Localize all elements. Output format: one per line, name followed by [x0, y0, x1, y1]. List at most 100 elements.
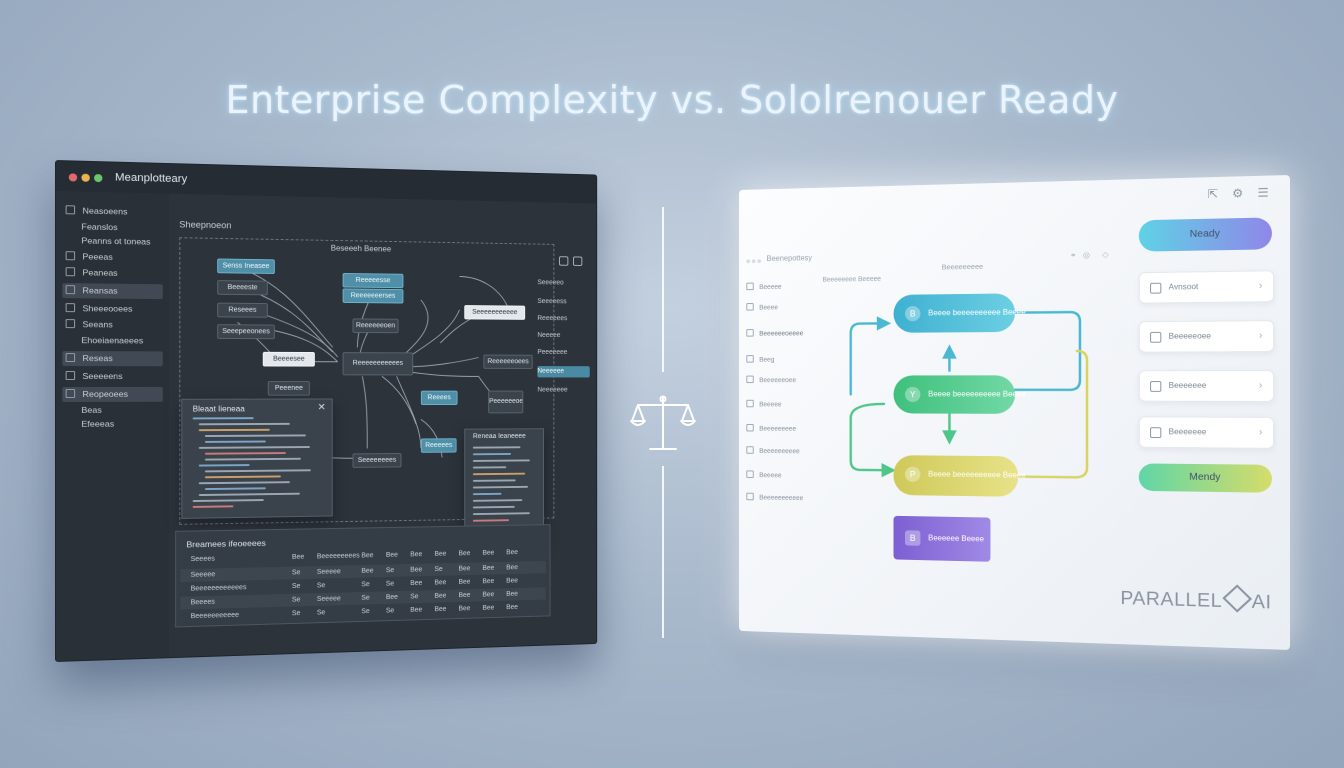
- flow-node-output[interactable]: B Beeeeee Beeee: [893, 515, 991, 562]
- code-line: [198, 446, 310, 449]
- node-icon: B: [905, 530, 921, 546]
- flow-node[interactable]: Beeeesee: [262, 351, 315, 367]
- flow-node[interactable]: Reeeeeeerses: [342, 288, 404, 304]
- table-cell: Se: [385, 580, 395, 588]
- flow-node-middle[interactable]: Y Beeee beeeeeeeeee Beeee: [893, 375, 1026, 414]
- properties-item[interactable]: Reeeeees: [537, 315, 568, 323]
- properties-item[interactable]: Peeeeeee: [537, 349, 568, 356]
- flow-node[interactable]: Seeeeeeeeeee: [464, 305, 526, 320]
- log-line: [472, 446, 521, 449]
- table-header: Bee: [434, 550, 447, 558]
- console-panel-title: Reneaa Ieaneeee: [472, 433, 526, 441]
- table-cell: Se: [361, 594, 370, 602]
- properties-item[interactable]: Neeeeee: [537, 366, 590, 378]
- table-header: Bee: [410, 551, 423, 559]
- table-cell: Se: [291, 569, 301, 577]
- logo-text: PARALLEL: [1120, 588, 1223, 612]
- chevron-right-icon: ›: [1258, 330, 1263, 342]
- table-header: Bee: [458, 550, 471, 558]
- code-line: [204, 440, 266, 443]
- option-card[interactable]: Beeeeeee›: [1138, 370, 1275, 402]
- flow-node[interactable]: Beeeeste: [217, 280, 268, 296]
- flow-node-start[interactable]: B Beeee beeeeeeeeee Beeee: [893, 293, 1026, 333]
- table-header: Beeeeeeeees: [316, 552, 360, 561]
- node-icon: B: [905, 305, 921, 322]
- table-cell: Se: [316, 582, 326, 590]
- log-line: [472, 453, 511, 456]
- code-line: [198, 464, 250, 467]
- flow-node[interactable]: Reeeeeeoen: [352, 318, 399, 334]
- card-label: Avnsoot: [1168, 282, 1199, 292]
- table-cell: Bee: [458, 578, 471, 586]
- close-icon[interactable]: ✕: [317, 402, 326, 414]
- solopreneur-window: Beenepottesy ⇱ ⚙ ☰ Beeeeeeee Beeeee Beee…: [739, 175, 1290, 650]
- table-title: Breamees ifeoeeees: [186, 538, 266, 550]
- flow-node[interactable]: Peeenee: [267, 381, 310, 396]
- code-line: [204, 457, 301, 461]
- chevron-right-icon: ›: [1258, 280, 1263, 292]
- log-line: [472, 466, 507, 469]
- table-cell: Seeeee: [316, 568, 341, 576]
- properties-item[interactable]: Neeeeeee: [537, 386, 568, 394]
- properties-item[interactable]: Seeeeeo: [537, 279, 564, 287]
- option-card[interactable]: Avnsoot ›: [1138, 270, 1275, 304]
- properties-item[interactable]: Neeeee: [537, 332, 561, 339]
- flow-node[interactable]: Senss Ineasee: [217, 258, 275, 274]
- node-label: Beeeeee Beeee: [928, 533, 984, 544]
- table-cell: Bee: [458, 565, 471, 573]
- flow-node[interactable]: Reseees: [217, 302, 268, 318]
- table-header: Bee: [385, 551, 399, 559]
- code-line: [192, 505, 234, 508]
- flow-node[interactable]: Reeeees: [420, 438, 457, 453]
- flow-node[interactable]: Reeeeeeeeeees: [342, 352, 414, 376]
- table-cell: Se: [291, 582, 301, 590]
- table-cell: Bee: [482, 604, 495, 612]
- code-line: [198, 422, 290, 426]
- flow-node[interactable]: Reeeeeeoees: [483, 354, 533, 369]
- table-cell: Bee: [506, 604, 519, 612]
- flow-node[interactable]: Reeeeesse: [342, 272, 404, 289]
- calendar-icon: [1150, 381, 1162, 392]
- table-cell: Bee: [458, 605, 471, 613]
- table-cell: Se: [291, 610, 301, 618]
- flow-node[interactable]: Peeeeeeoe: [488, 390, 524, 414]
- flow-node[interactable]: Seeepeeonees: [217, 324, 275, 340]
- code-line: [204, 475, 281, 479]
- table-header: Seeees: [190, 555, 215, 564]
- table-cell: Se: [385, 607, 395, 615]
- code-line: [198, 428, 270, 432]
- log-line: [472, 492, 502, 496]
- ready-button-secondary[interactable]: Mendy: [1138, 463, 1272, 493]
- code-line: [204, 487, 266, 491]
- table-cell: Se: [361, 608, 370, 616]
- code-line: [204, 452, 286, 455]
- divider-bottom: [662, 466, 664, 638]
- table-cell: Bee: [506, 590, 519, 598]
- log-line: [472, 519, 510, 522]
- code-editor-panel[interactable]: Bleaat Iieneaa ✕: [181, 398, 333, 519]
- table-cell: Bee: [458, 592, 471, 600]
- log-line: [472, 512, 530, 516]
- node-label: Beeee beeeeeeeeee Beeee: [928, 469, 1026, 480]
- flow-node[interactable]: Seeeeeeees: [352, 453, 402, 468]
- card-label: Beeeeeee: [1168, 381, 1207, 390]
- properties-item[interactable]: Seeeeess: [537, 298, 567, 306]
- node-icon: P: [905, 466, 921, 483]
- table-cell: Bee: [385, 593, 399, 602]
- table-cell: Bee: [361, 567, 374, 575]
- option-card[interactable]: Beeeeeee›: [1138, 416, 1275, 449]
- flow-node-end[interactable]: P Beeee beeeeeeeeee Beeee: [893, 455, 1026, 497]
- card-label: Beeeeeoee: [1168, 331, 1211, 341]
- code-line: [192, 417, 254, 420]
- table-cell: Se: [291, 596, 301, 604]
- logo-mark-icon: [1222, 584, 1252, 613]
- flow-node[interactable]: Reeees: [420, 390, 458, 406]
- table-cell: Bee: [410, 566, 423, 574]
- table-cell: Bee: [434, 592, 447, 600]
- option-card[interactable]: Beeeeeoee ›: [1138, 320, 1275, 353]
- table-cell: Se: [385, 567, 395, 575]
- table-cell: Bee: [410, 606, 423, 614]
- ready-button[interactable]: Neady: [1138, 217, 1272, 252]
- code-line: [204, 469, 311, 473]
- node-label: Beeee beeeeeeeeee Beeee: [928, 307, 1026, 318]
